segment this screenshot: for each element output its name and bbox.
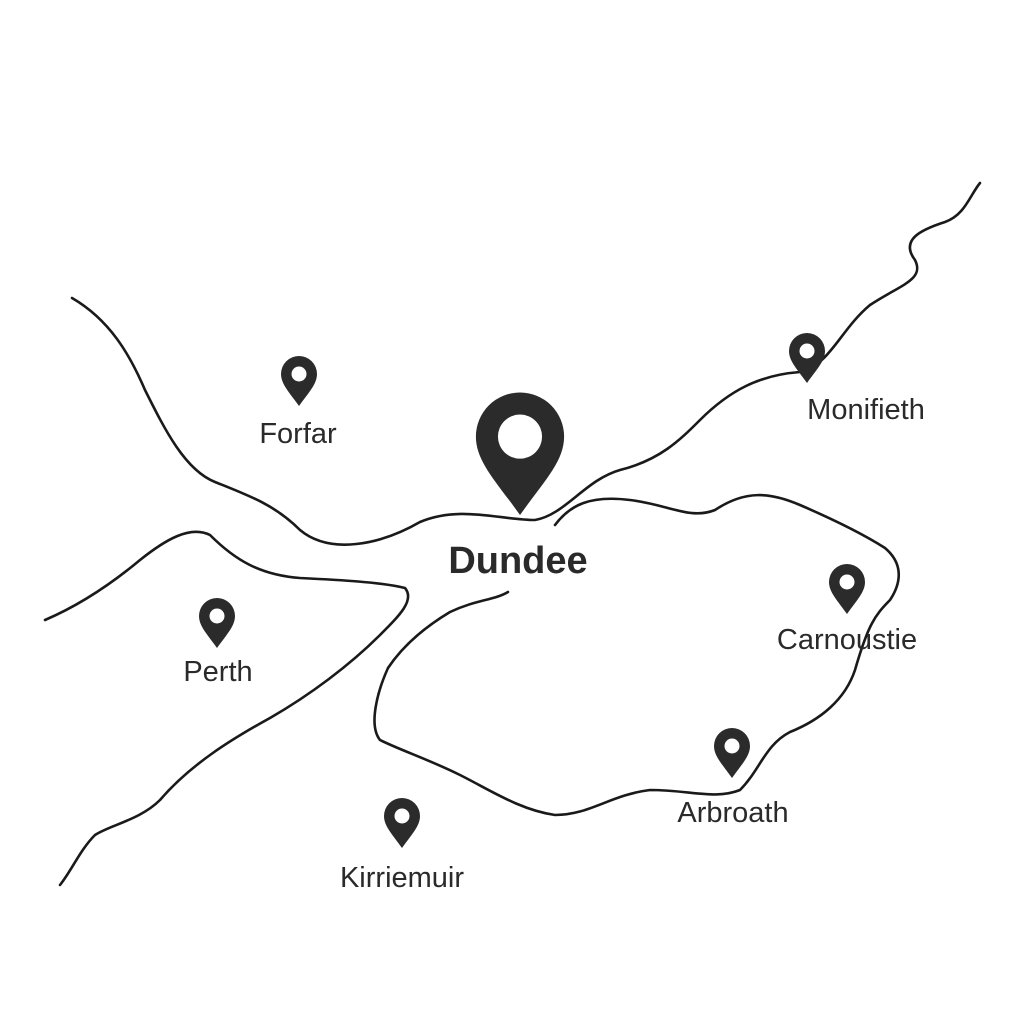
map-pin-icon-kirriemuir[interactable]: [384, 798, 420, 848]
map-pin-icon-arbroath[interactable]: [714, 728, 750, 778]
map-pin-icon-perth[interactable]: [199, 598, 235, 648]
road-west: [43, 530, 410, 887]
place-label-kirriemuir[interactable]: Kirriemuir: [339, 862, 465, 894]
map-pin-icon-carnoustie[interactable]: [829, 564, 865, 614]
road-north: [70, 181, 982, 546]
map-pin-icon-monifieth[interactable]: [789, 333, 825, 383]
place-label-forfar[interactable]: Forfar: [259, 418, 337, 450]
place-label-arbroath[interactable]: Arbroath: [677, 797, 789, 829]
place-label-monifieth[interactable]: Monifieth: [807, 394, 925, 426]
place-label-perth[interactable]: Perth: [183, 656, 253, 688]
coast-loop: [373, 493, 900, 817]
map-pin-icon-forfar[interactable]: [281, 356, 317, 406]
map-pin-icon-dundee[interactable]: [475, 392, 565, 516]
place-label-carnoustie[interactable]: Carnoustie: [776, 624, 918, 656]
place-label-dundee[interactable]: Dundee: [448, 540, 588, 582]
